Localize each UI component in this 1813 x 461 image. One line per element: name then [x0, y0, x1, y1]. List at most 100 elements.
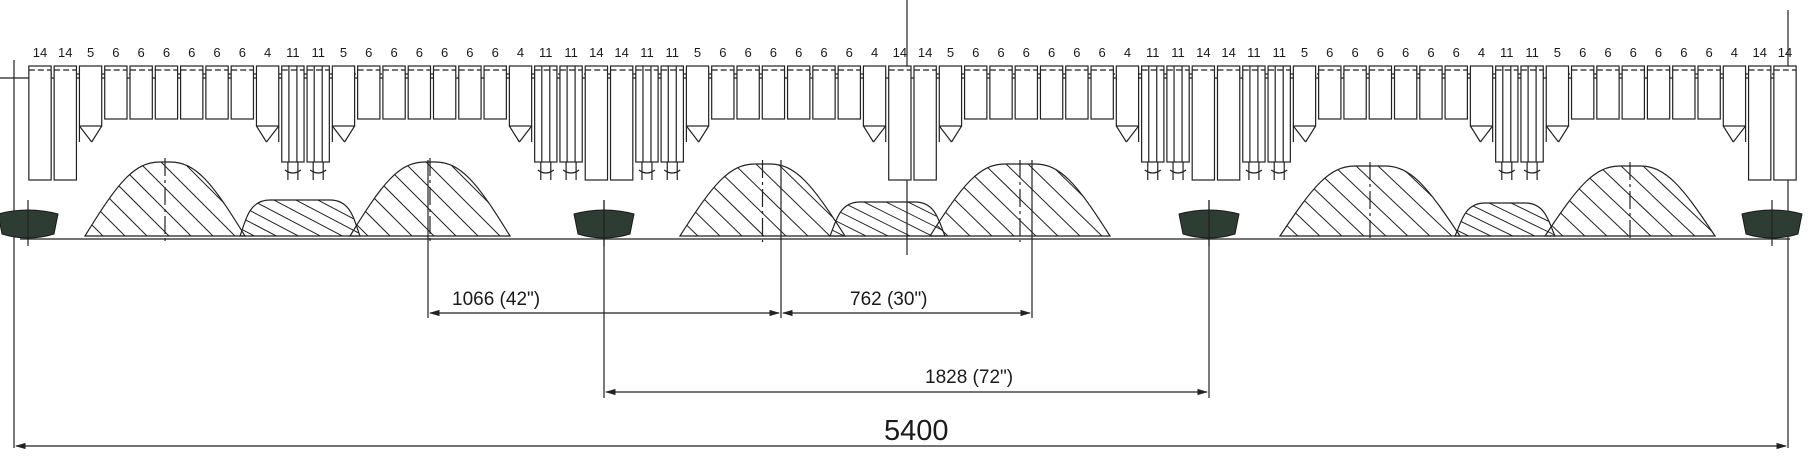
unit-number-label: 14	[589, 45, 603, 60]
unit-11-shape	[1242, 65, 1266, 180]
unit-number-label: 11	[1500, 45, 1514, 60]
unit-number-label: 5	[87, 45, 94, 60]
unit-number-label: 6	[492, 45, 499, 60]
unit-number-label: 4	[1731, 45, 1738, 60]
unit-4-shape	[1722, 65, 1747, 143]
unit-6-shape	[837, 65, 862, 120]
unit-number-label: 6	[846, 45, 853, 60]
unit-number-label: 6	[1351, 45, 1358, 60]
unit-number-label: 6	[1427, 45, 1434, 60]
unit-6-shape	[1014, 65, 1039, 120]
soil-ridge	[1454, 202, 1556, 237]
unit-6-shape	[1039, 65, 1064, 120]
unit-11-shape	[660, 65, 684, 180]
unit-6-shape	[711, 65, 735, 120]
unit-14-shape	[609, 65, 634, 181]
unit-14-shape	[584, 65, 609, 181]
unit-6-shape	[786, 65, 811, 120]
unit-number-label: 14	[893, 45, 907, 60]
unit-number-label: 6	[1048, 45, 1055, 60]
unit-6-shape	[483, 65, 507, 120]
dim-762-label: 762 (30")	[850, 289, 928, 310]
unit-number-label: 14	[33, 45, 47, 60]
tractor-wheels	[0, 200, 1803, 246]
unit-11-shape	[1520, 65, 1544, 180]
soil-ridge	[1278, 162, 1462, 242]
unit-6-shape	[1621, 65, 1646, 120]
unit-6-shape	[1672, 65, 1696, 120]
dimension-lines: 1066 (42") 762 (30") 1828 (72") 5400	[14, 160, 1788, 450]
unit-number-label: 6	[390, 45, 397, 60]
unit-5-shape	[1545, 65, 1570, 143]
unit-11-shape	[1166, 65, 1190, 180]
unit-number-label: 6	[1680, 45, 1687, 60]
unit-number-label: 6	[719, 45, 726, 60]
unit-number-label: 11	[640, 45, 654, 60]
unit-6-shape	[432, 65, 457, 120]
unit-number-label: 6	[1453, 45, 1460, 60]
unit-number-label: 6	[188, 45, 195, 60]
dim-1066-label: 1066 (42")	[452, 289, 540, 310]
unit-6-shape	[357, 65, 381, 120]
unit-number-label: 6	[1604, 45, 1611, 60]
unit-number-label: 5	[947, 45, 954, 60]
unit-6-shape	[1090, 65, 1114, 120]
unit-14-shape	[28, 65, 52, 181]
unit-6-shape	[1318, 65, 1342, 120]
unit-6-shape	[230, 65, 255, 120]
unit-number-label: 6	[213, 45, 220, 60]
unit-14-shape	[1216, 65, 1241, 181]
unit-number-label: 14	[1196, 45, 1210, 60]
unit-number-label: 14	[1752, 45, 1766, 60]
unit-6-shape	[205, 65, 229, 120]
unit-14-shape	[1773, 65, 1797, 181]
unit-number-label: 11	[286, 45, 300, 60]
unit-6-shape	[1646, 65, 1671, 120]
unit-number-label: 6	[1377, 45, 1384, 60]
unit-14-shape	[1747, 65, 1772, 181]
unit-number-label: 11	[665, 45, 679, 60]
unit-number-label: 14	[58, 45, 72, 60]
unit-number-labels: 14 14 5 6 6 6 6 6 6 4 11 11 5 6 6 6 6 6 6 4 11 11 14 14 11 11 5 6 6 6…	[33, 45, 1792, 60]
unit-14-shape	[1191, 65, 1216, 181]
unit-5-shape	[78, 65, 103, 143]
unit-number-label: 14	[918, 45, 932, 60]
unit-number-label: 11	[1146, 45, 1160, 60]
unit-number-label: 6	[1655, 45, 1662, 60]
unit-number-label: 11	[564, 45, 578, 60]
implement-units	[28, 65, 1797, 181]
unit-number-label: 14	[614, 45, 628, 60]
unit-number-label: 6	[138, 45, 145, 60]
unit-number-label: 6	[112, 45, 119, 60]
unit-number-label: 6	[239, 45, 246, 60]
unit-number-label: 6	[1402, 45, 1409, 60]
unit-5-shape	[685, 65, 710, 143]
unit-number-label: 11	[539, 45, 553, 60]
unit-6-shape	[989, 65, 1013, 120]
soil-ridge	[239, 199, 361, 237]
unit-number-label: 4	[264, 45, 271, 60]
unit-6-shape	[1444, 65, 1468, 120]
unit-6-shape	[382, 65, 406, 120]
unit-6-shape	[104, 65, 128, 120]
unit-6-shape	[1570, 65, 1595, 120]
unit-6-shape	[963, 65, 988, 120]
unit-number-label: 5	[694, 45, 701, 60]
unit-14-shape	[913, 65, 937, 181]
dim-1828-label: 1828 (72")	[925, 367, 1013, 388]
unit-11-shape	[281, 65, 305, 180]
unit-11-shape	[534, 65, 558, 180]
unit-number-label: 6	[744, 45, 751, 60]
unit-6-shape	[736, 65, 760, 120]
unit-number-label: 6	[416, 45, 423, 60]
unit-6-shape	[1368, 65, 1393, 120]
unit-number-label: 11	[1247, 45, 1261, 60]
unit-number-label: 6	[1099, 45, 1106, 60]
unit-6-shape	[154, 65, 179, 120]
unit-14-shape	[888, 65, 912, 181]
unit-number-label: 6	[972, 45, 979, 60]
unit-number-label: 14	[1778, 45, 1792, 60]
unit-6-shape	[761, 65, 786, 120]
unit-6-shape	[458, 65, 482, 120]
unit-number-label: 5	[340, 45, 347, 60]
